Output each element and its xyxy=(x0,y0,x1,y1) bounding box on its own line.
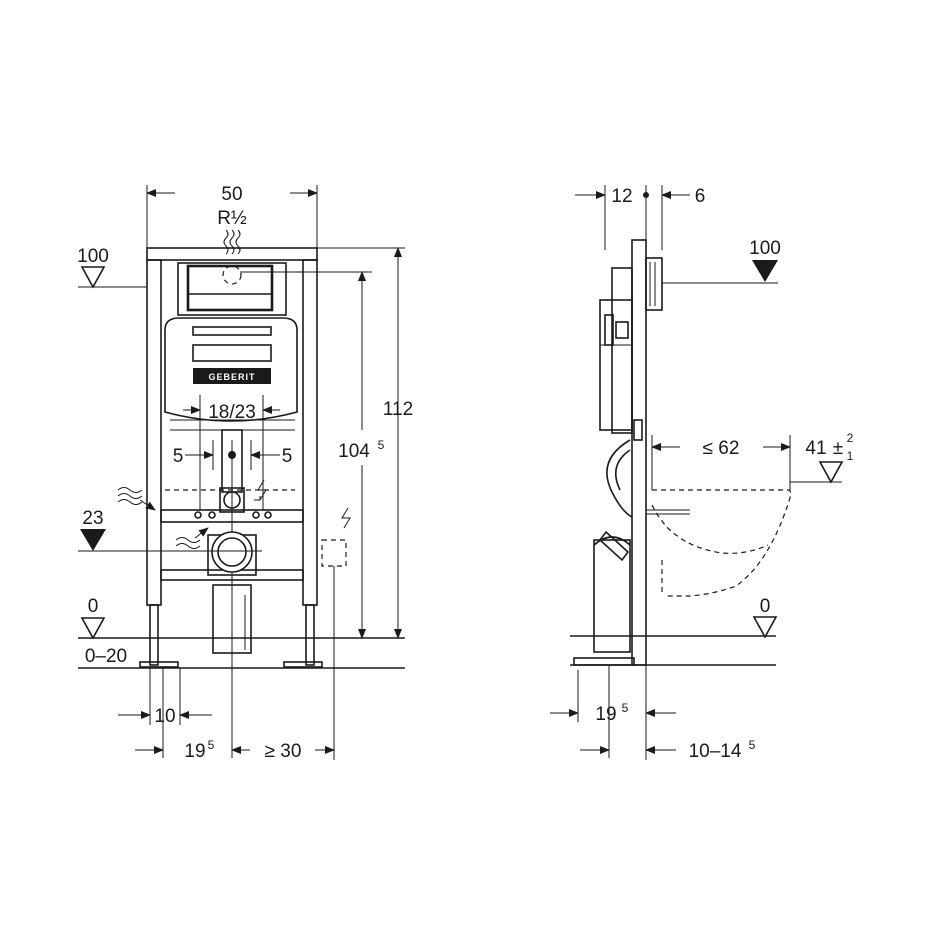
level-floor-label: 0 xyxy=(88,596,99,617)
level-100-left: 100 xyxy=(77,246,147,289)
dimension-bottom-19-5: 19 5 xyxy=(135,668,233,762)
side-level-floor-label: 0 xyxy=(760,596,771,617)
brand-label: GEBERIT xyxy=(208,372,255,382)
level-0-left: 0 0–20 xyxy=(78,596,405,669)
height-total-label: 112 xyxy=(383,399,413,420)
electric-socket xyxy=(321,507,351,760)
dimension-top-12-6: 12 6 xyxy=(575,185,705,250)
seat-height-label: 41 xyxy=(805,438,826,459)
side-view: 12 6 100 xyxy=(550,185,854,762)
height-inner-label: 104 xyxy=(338,441,370,462)
side-waste-pipe xyxy=(573,530,635,666)
side-bottom-right-sup: 5 xyxy=(749,738,756,752)
right-offset-label: 5 xyxy=(282,446,293,467)
dimension-height-104-5: 104 5 xyxy=(240,271,385,639)
electrical-icon xyxy=(254,479,267,501)
dimension-seat-height: 41 ± 2 1 xyxy=(790,431,854,484)
seat-tol-sign: ± xyxy=(833,438,843,459)
height-inner-sup: 5 xyxy=(378,438,385,452)
side-dimension-19-5: 19 5 xyxy=(550,665,676,760)
cistern: GEBERIT xyxy=(164,262,298,431)
side-bottom-left-sup: 5 xyxy=(622,701,629,715)
bottom-foot-label: 10 xyxy=(154,706,175,727)
left-offset-label: 5 xyxy=(173,446,184,467)
side-frame xyxy=(599,239,663,666)
dimension-height-112: 112 xyxy=(317,247,413,639)
bottom-left-sup: 5 xyxy=(208,738,215,752)
level-0-right: 0 xyxy=(570,596,778,666)
top-left-label: 12 xyxy=(611,186,632,207)
level-mid-label: 23 xyxy=(82,508,103,529)
bowl-depth-label: ≤ 62 xyxy=(703,438,740,459)
supply-squiggle-left-icon xyxy=(117,487,156,511)
side-bottom-right-label: 10–14 xyxy=(689,741,742,762)
level-top-label: 100 xyxy=(77,246,109,267)
dimension-bottom-30: ≥ 30 xyxy=(231,741,335,762)
side-bottom-left-label: 19 xyxy=(595,704,616,725)
top-right-label: 6 xyxy=(695,186,706,207)
dimension-foot-10: 10 xyxy=(118,668,212,727)
waste-outlet xyxy=(207,531,257,654)
floor-range-label: 0–20 xyxy=(85,646,127,667)
front-view: 50 R½ xyxy=(77,184,413,762)
seat-tol-plus: 2 xyxy=(847,431,854,445)
level-100-right: 100 xyxy=(662,238,781,284)
water-inlet-icon xyxy=(223,229,241,255)
brand-badge xyxy=(193,368,271,384)
side-dimension-10-14-5: 10–14 5 xyxy=(580,665,756,762)
dimension-width-50: 50 R½ xyxy=(146,184,318,248)
bottom-left-label: 19 xyxy=(184,741,205,762)
bottom-right-label: ≥ 30 xyxy=(265,741,302,762)
supply-squiggle-bottom-icon xyxy=(175,527,209,549)
width-label: 50 xyxy=(221,184,242,205)
seat-tol-minus: 1 xyxy=(847,449,854,463)
inner-width-label: 18/23 xyxy=(208,402,256,423)
side-level-top-label: 100 xyxy=(749,238,781,259)
dimension-inner-width: 18/23 xyxy=(183,395,280,510)
wc-bowl xyxy=(646,489,792,597)
thread-label: R½ xyxy=(217,208,247,229)
dimension-bowl-depth: ≤ 62 xyxy=(651,435,791,490)
level-23: 23 xyxy=(78,508,262,552)
